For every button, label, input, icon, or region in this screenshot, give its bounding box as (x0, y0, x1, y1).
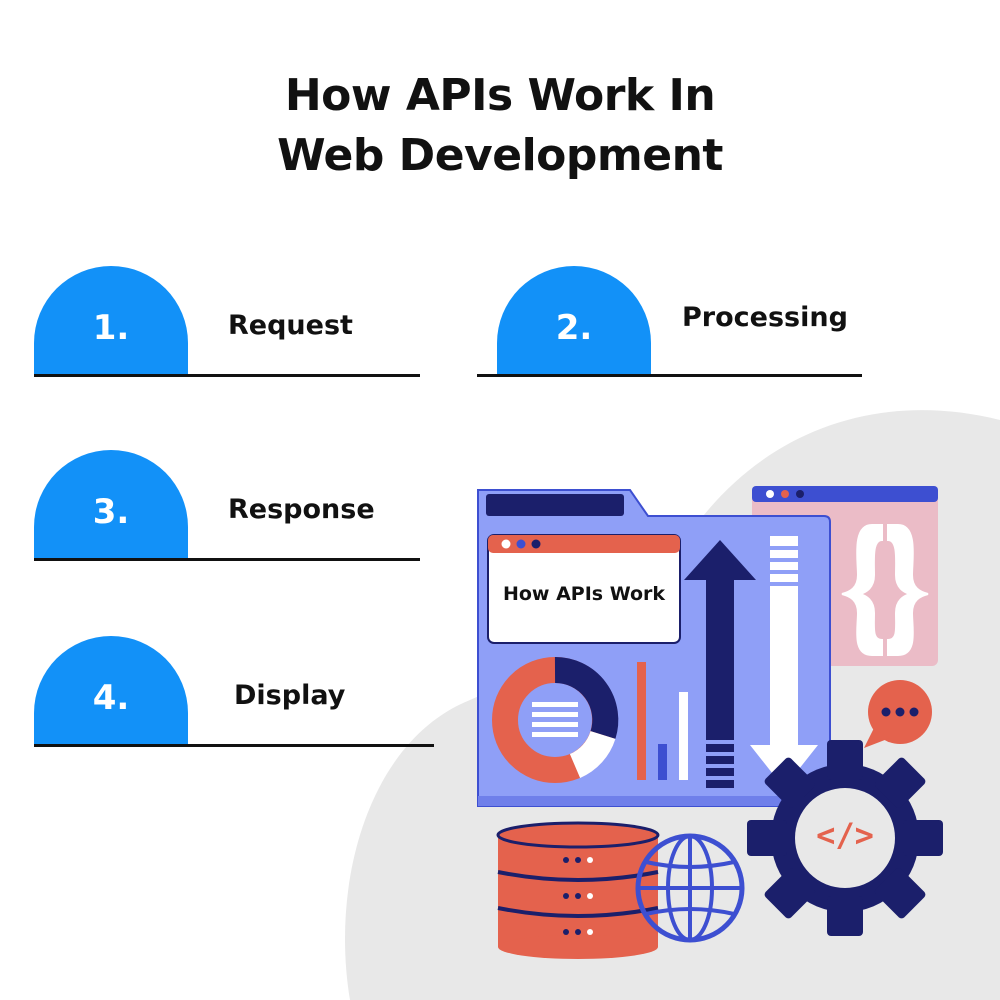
step-number: 3. (92, 492, 130, 532)
chat-bubble-icon (864, 680, 932, 748)
bar-chart-icon (637, 662, 688, 780)
step-underline (34, 744, 434, 747)
browser-window-icon (487, 534, 681, 644)
down-arrow-icon (750, 536, 818, 788)
step-label: Request (228, 310, 353, 341)
window-title: How APIs Work (502, 583, 666, 605)
gear-icon (747, 740, 943, 936)
step-underline (34, 558, 420, 561)
code-icon: </> (816, 816, 874, 854)
step-underline (477, 374, 862, 377)
globe-icon (635, 833, 745, 943)
database-icon (496, 821, 660, 959)
page-title: How APIs Work In Web Development (0, 66, 1000, 186)
title-line-1: How APIs Work In (284, 70, 716, 121)
step-label: Processing (682, 302, 848, 333)
step-label: Display (234, 680, 346, 711)
step-number: 1. (92, 308, 130, 348)
curly-braces-icon (841, 524, 929, 656)
step-number: 2. (555, 308, 593, 348)
step-number: 4. (92, 678, 130, 718)
donut-chart-icon (492, 656, 619, 783)
title-line-2: Web Development (277, 130, 723, 181)
step-underline (34, 374, 420, 377)
up-arrow-icon (684, 540, 756, 788)
step-label: Response (228, 494, 375, 525)
